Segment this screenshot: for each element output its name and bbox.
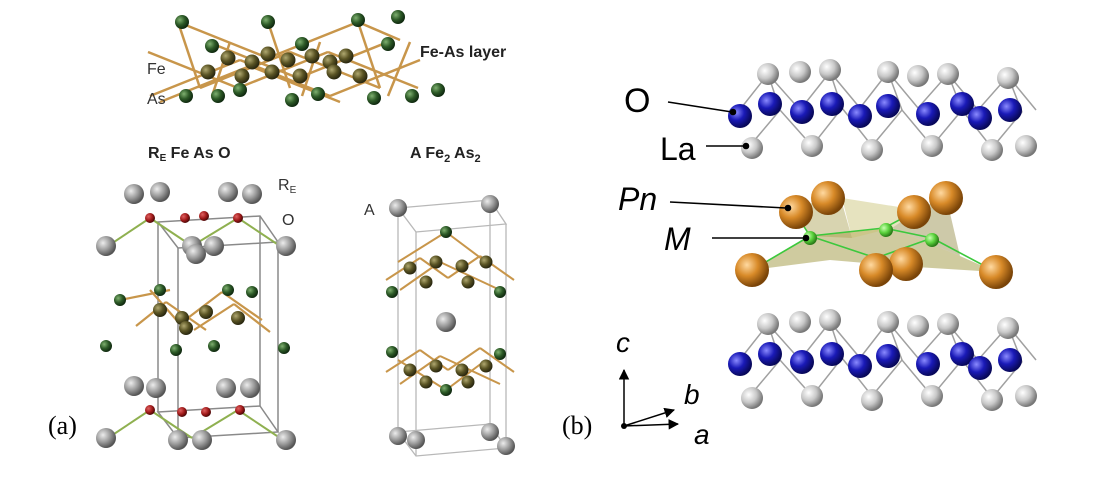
as-atoms-bottom xyxy=(179,83,445,107)
axis-b-label: b xyxy=(684,379,700,410)
axis-a-label: a xyxy=(694,419,710,450)
panel-a-tag: (a) xyxy=(48,411,77,440)
refeaso-title: RE Fe As O xyxy=(148,145,231,164)
panel-b: O La Pn M c b a (b) xyxy=(562,59,1037,450)
o-label-b: O xyxy=(624,82,650,120)
pn-m-layer xyxy=(735,181,1013,289)
fe-as-layer-drawing xyxy=(147,10,445,107)
feas-atoms-122 xyxy=(386,226,506,396)
panel-a: Fe As Fe-As layer RE Fe As O xyxy=(48,10,515,457)
afe2as2-title: A Fe2 As2 xyxy=(410,145,481,165)
m-label: M xyxy=(664,221,691,257)
fe-as-layer-label: Fe-As layer xyxy=(420,44,506,61)
fe-label: Fe xyxy=(147,61,166,78)
la-o-layer-top xyxy=(728,59,1037,161)
as-atoms-top xyxy=(175,10,405,53)
axis-c-label: c xyxy=(616,327,630,358)
re-label: RE xyxy=(278,177,297,196)
axes-indicator xyxy=(618,368,680,430)
afe2as2-structure xyxy=(385,195,515,457)
panel-b-tag: (b) xyxy=(562,411,592,440)
leader-lines xyxy=(667,101,810,242)
la-o-layer-bottom xyxy=(728,309,1037,411)
a-atoms xyxy=(389,195,515,455)
a-label: A xyxy=(364,202,375,219)
as-label: As xyxy=(147,91,166,108)
re-atoms xyxy=(96,182,296,450)
o-label-a: O xyxy=(282,212,294,229)
la-label: La xyxy=(660,131,696,167)
fe-atoms xyxy=(200,46,368,84)
o-atoms-red xyxy=(145,211,245,417)
refeaso-structure xyxy=(96,182,296,450)
pn-label: Pn xyxy=(618,181,657,217)
feas-atoms-mid xyxy=(100,284,290,356)
